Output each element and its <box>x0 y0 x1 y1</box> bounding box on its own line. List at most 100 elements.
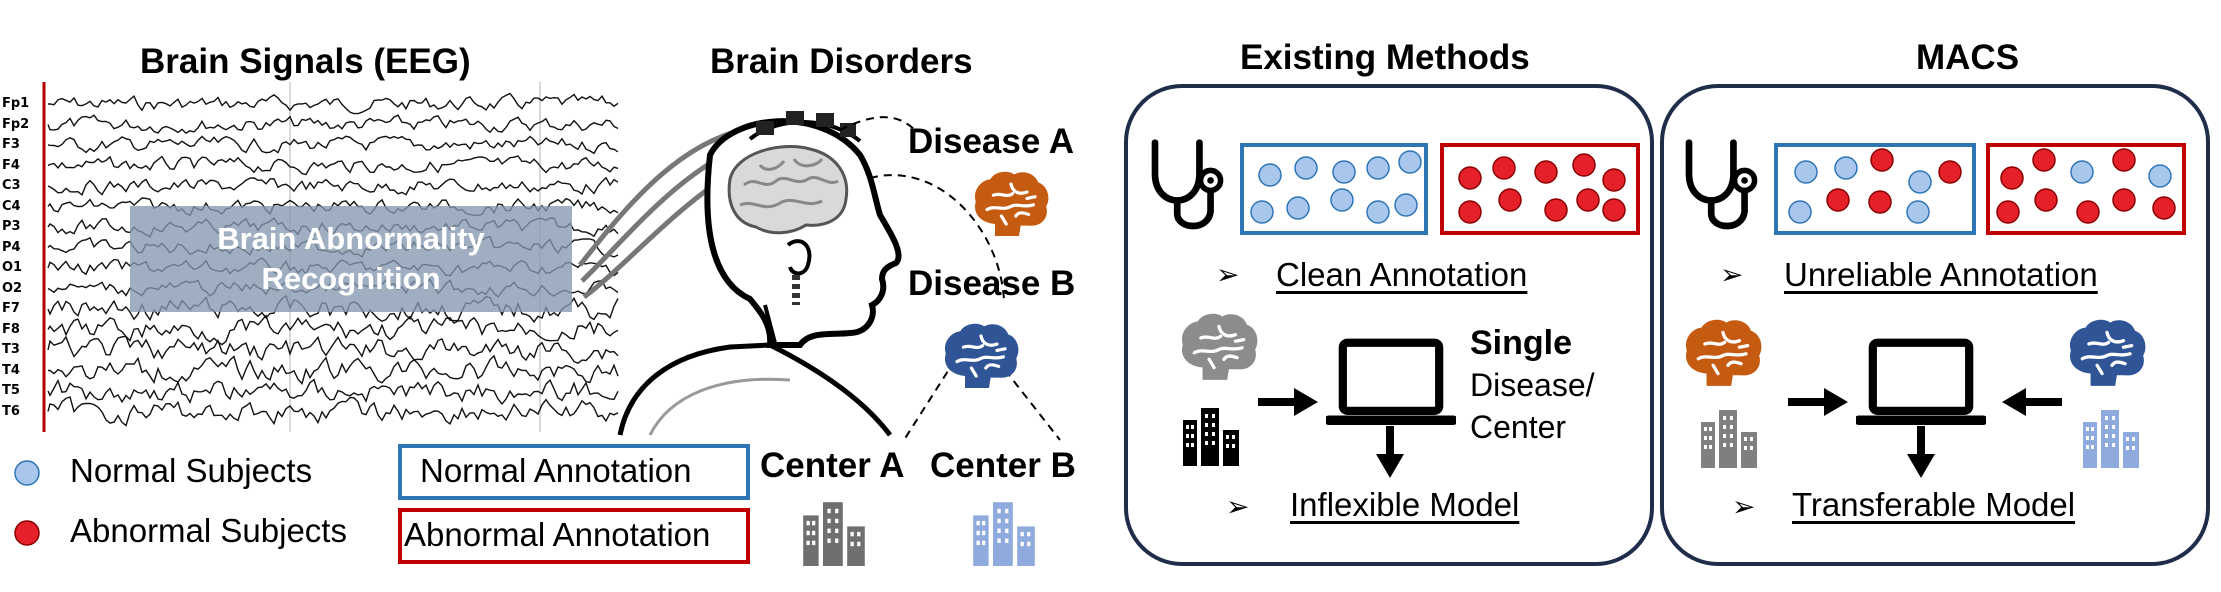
abnormal-subject-dot <box>1544 198 1568 222</box>
single-label: Single <box>1470 324 1573 362</box>
eeg-channel-label: F4 <box>2 157 20 173</box>
eeg-trace <box>47 335 619 364</box>
normal-samples-box <box>1240 143 1428 235</box>
arrow-icon <box>1376 426 1404 478</box>
eeg-trace <box>47 396 619 427</box>
abnormal-subject-dot <box>1572 153 1596 177</box>
eeg-channel-label: P3 <box>2 219 21 234</box>
abnormal-subject-dot <box>1602 198 1626 222</box>
eeg-trace <box>47 314 619 346</box>
eeg-channel-label: P4 <box>2 239 21 255</box>
eeg-trace <box>47 92 619 115</box>
abnormal-subject-dot <box>1996 200 2020 224</box>
brain-icon <box>2064 316 2150 390</box>
building-icon <box>1176 406 1246 466</box>
abnormal-subject-dot <box>1458 166 1482 190</box>
abnormal-subject-dot <box>1938 160 1962 184</box>
disease-b-label: Disease B <box>908 264 1076 303</box>
abnormal-subject-dot <box>1492 156 1516 180</box>
normal-subject-dot <box>1366 156 1390 180</box>
eeg-channel-label: Fp2 <box>2 116 30 132</box>
eeg-trace <box>47 114 619 134</box>
eeg-trace <box>47 354 619 386</box>
laptop-icon <box>1856 338 1986 432</box>
brain-abnormality-banner: Brain Abnormality Recognition <box>130 206 572 312</box>
eeg-trace <box>47 176 619 197</box>
abnormal-subject-dot <box>1498 188 1522 212</box>
single-disease-center-label: Single Disease/ Center <box>1470 322 1595 448</box>
head-with-eeg-cap-icon <box>578 111 902 437</box>
abnormal-subject-dot <box>2000 166 2024 190</box>
banner-line-1: Brain Abnormality <box>217 221 485 256</box>
eeg-trace <box>47 135 619 155</box>
clean-annotation-label: Clean Annotation <box>1276 256 1528 293</box>
abnormal-subject-dot <box>1576 188 1600 212</box>
arrow-icon <box>2002 388 2062 416</box>
inflexible-model-label: Inflexible Model <box>1290 486 1520 523</box>
eeg-channel-label: Fp1 <box>2 96 30 111</box>
eeg-channel-label: C4 <box>2 198 21 214</box>
eeg-trace <box>47 378 619 406</box>
stethoscope-icon <box>1680 136 1758 236</box>
building-icon <box>1694 408 1764 468</box>
normal-subject-dot <box>1286 196 1310 220</box>
macs-title: MACS <box>1916 38 2020 77</box>
arrow-bullet: ➢ <box>1226 491 1250 522</box>
transferable-model-label: Transferable Model <box>1792 486 2076 523</box>
normal-subject-dot <box>1794 160 1818 184</box>
eeg-trace <box>47 155 619 176</box>
abnormal-subject-dot <box>2152 196 2176 220</box>
normal-subject-dot <box>1258 163 1282 187</box>
eeg-channel-label: F8 <box>2 321 20 337</box>
abnormal-subject-dot <box>2112 188 2136 212</box>
mixed-samples-box-2 <box>1986 143 2186 235</box>
normal-subject-dot <box>1294 156 1318 180</box>
normal-subject-dot <box>1366 200 1390 224</box>
normal-annotation-label: Normal Annotation <box>420 452 692 489</box>
eeg-channel-label: F7 <box>2 301 20 316</box>
eeg-channel-label: T3 <box>2 342 20 357</box>
normal-subject-dot <box>2070 160 2094 184</box>
brain-icon <box>1176 310 1262 384</box>
eeg-title: Brain Signals (EEG) <box>140 42 471 81</box>
abnormal-subject-dot <box>1826 188 1850 212</box>
normal-subject-dot <box>1332 160 1356 184</box>
abnormal-annotation-label: Abnormal Annotation <box>404 516 711 553</box>
normal-subject-dot <box>14 460 40 486</box>
normal-subject-dot <box>2148 164 2172 188</box>
arrow-icon <box>1258 388 1318 416</box>
eeg-channel-label: C3 <box>2 178 21 193</box>
normal-subject-dot <box>1906 200 1930 224</box>
abnormal-subject-dot <box>1868 190 1892 214</box>
abnormal-subject-dot <box>14 520 40 546</box>
laptop-icon <box>1326 338 1456 432</box>
abnormal-subject-dot <box>2112 148 2136 172</box>
center-b-label: Center B <box>930 446 1076 485</box>
existing-methods-title: Existing Methods <box>1240 38 1530 77</box>
eeg-channel-label: O2 <box>2 280 23 296</box>
abnormal-subject-dot <box>1870 148 1894 172</box>
abnormal-subject-dot <box>2032 148 2056 172</box>
mixed-samples-box-1 <box>1774 143 1976 235</box>
eeg-channel-label: T6 <box>2 403 20 419</box>
arrow-bullet: ➢ <box>1732 491 1756 522</box>
brain-icon <box>1680 316 1766 390</box>
building-icon <box>2076 408 2146 468</box>
unreliable-annotation-label: Unreliable Annotation <box>1784 256 2098 293</box>
eeg-channel-label: T4 <box>2 362 20 378</box>
disease-a-label: Disease A <box>908 122 1075 161</box>
existing-methods-panel <box>1124 84 1654 566</box>
eeg-channel-label: O1 <box>2 260 23 275</box>
abnormal-subject-dot <box>2076 200 2100 224</box>
normal-subject-dot <box>1394 193 1418 217</box>
disease-label: Disease/ <box>1470 367 1595 403</box>
abnormal-subject-dot <box>1458 200 1482 224</box>
macs-panel <box>1660 84 2210 566</box>
arrow-bullet: ➢ <box>1216 259 1240 290</box>
eeg-channel-label: F3 <box>2 137 20 152</box>
abnormal-subject-dot <box>1534 160 1558 184</box>
abnormal-annotation-box <box>398 508 750 564</box>
arrow-icon <box>1788 388 1848 416</box>
